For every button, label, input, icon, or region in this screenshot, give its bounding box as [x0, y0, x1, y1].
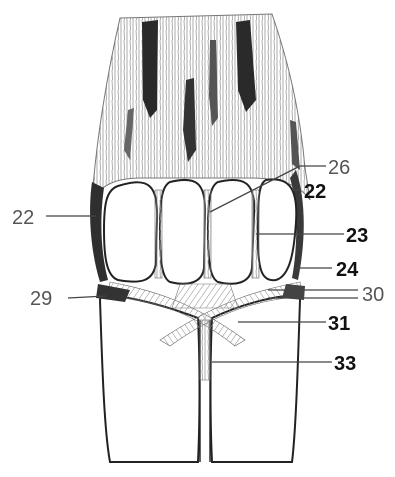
- carpal-bone-4: [258, 179, 296, 280]
- carpal-bone-3: [208, 180, 254, 284]
- label-33: 33: [334, 353, 356, 375]
- label-23: 23: [346, 225, 368, 247]
- label-24: 24: [336, 259, 359, 281]
- carpal-bones: [104, 179, 296, 283]
- label-31: 31: [328, 313, 350, 335]
- label-29: 29: [30, 288, 52, 310]
- upper-muscle-mass: [92, 14, 310, 200]
- label-26: 26: [328, 157, 350, 179]
- label-22-right: 22: [304, 181, 326, 203]
- carpal-bone-1: [104, 182, 157, 281]
- label-22-left: 22: [12, 207, 34, 229]
- carpal-bone-2: [160, 180, 205, 284]
- label-30: 30: [362, 284, 384, 306]
